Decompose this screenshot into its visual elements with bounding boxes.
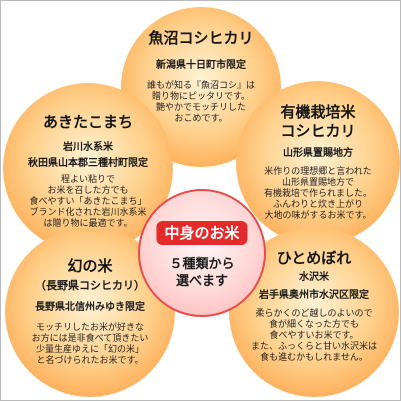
rice-title: ひとめぼれ xyxy=(276,249,352,267)
rice-subtitle: 岩川水系米 xyxy=(63,142,113,153)
rice-title: あきたこまち xyxy=(42,113,133,131)
center-note-line2: 選べます xyxy=(175,274,228,289)
desc-line: 食べやすい「あきたこまち」 xyxy=(29,197,147,207)
rice-title-line2: コシヒカリ xyxy=(280,122,356,140)
desc-line: 少量生産ゆえに「幻の米」 xyxy=(35,345,144,355)
desc-line: また、ふっくらと甘い水沢米は xyxy=(250,342,377,352)
rice-bubble-organic-koshihikari: 有機栽培米 コシヒカリ 山形県置賜地方 米作りの理想郷と言われた 山形県置賜地方… xyxy=(236,81,400,245)
desc-line: 山形県置賜地方で xyxy=(281,178,354,188)
desc-line: 大地の味がするお米です。 xyxy=(264,211,372,221)
desc-line: 柔らかくのど越しのよいので xyxy=(255,309,373,319)
rice-region: 山形県置賜地方 xyxy=(283,148,353,159)
rice-region: 長野県北信州みゆき限定 xyxy=(35,302,145,313)
desc-line: ふんわりと炊き上がり xyxy=(272,200,363,210)
desc-line: お方には是非食べて頂きたい xyxy=(31,334,149,344)
rice-description: 程よい粘りで お米を召した方でも 食べやすい「あきたこまち」 ブランド化された岩… xyxy=(3,175,173,230)
desc-line: 食が細くなった方でも xyxy=(268,320,359,330)
desc-line: 食べやすいお米です。 xyxy=(269,331,359,341)
desc-line: 贈り物にピッタリです。 xyxy=(151,92,251,102)
desc-line: 有機栽培で作られました。 xyxy=(263,189,372,199)
rice-subtitle: （長野県コシヒカリ） xyxy=(35,279,145,292)
desc-line: 程よい粘りで xyxy=(60,175,115,185)
rice-region: 岩手県奥州市水沢区限定 xyxy=(259,290,369,301)
desc-line: モッチリしたお米が好きな xyxy=(35,323,144,333)
desc-line: ブランド化された岩川水系米 xyxy=(29,208,147,218)
rice-title: 幻の米 xyxy=(67,257,113,275)
rice-description: 米作りの理想郷と言われた 山形県置賜地方で 有機栽培で作られました。 ふんわりと… xyxy=(236,167,400,222)
rice-title: 有機栽培米 xyxy=(280,103,356,121)
rice-title: 魚沼コシヒカリ xyxy=(148,29,254,47)
desc-line: 食も進むかもしれません。 xyxy=(260,353,368,363)
desc-line: と名づけられたお米です。 xyxy=(36,356,144,366)
desc-line: 誰もが知る『魚沼コシ』は xyxy=(146,81,255,91)
desc-line: 艶やかでモッチリした xyxy=(155,103,246,113)
rice-description: モッチリしたお米が好きな お方には是非食べて頂きたい 少量生産ゆえに「幻の米」 … xyxy=(5,323,175,367)
desc-line: 米作りの理想郷と言われた xyxy=(264,167,372,177)
rice-subtitle: 水沢米 xyxy=(299,272,329,283)
center-bubble: 中身のお米 ５種類から 選べます xyxy=(138,189,266,317)
desc-line: おこめです。 xyxy=(174,114,228,124)
rice-description: 誰もが知る『魚沼コシ』は 贈り物にピッタリです。 艶やかでモッチリした おこめで… xyxy=(121,81,281,125)
rice-region: 新潟県十日町市限定 xyxy=(156,60,246,71)
center-note-line1: ５種類から xyxy=(169,257,235,272)
desc-line: は贈り物に最適です。 xyxy=(43,219,133,229)
rice-description: 柔らかくのど越しのよいので 食が細くなった方でも 食べやすいお米です。 また、ふ… xyxy=(229,309,399,364)
rice-region: 秋田県山本郡三種村町限定 xyxy=(28,158,148,169)
center-heading-badge: 中身のお米 xyxy=(156,221,248,245)
desc-line: お米を召した方でも xyxy=(47,186,129,196)
